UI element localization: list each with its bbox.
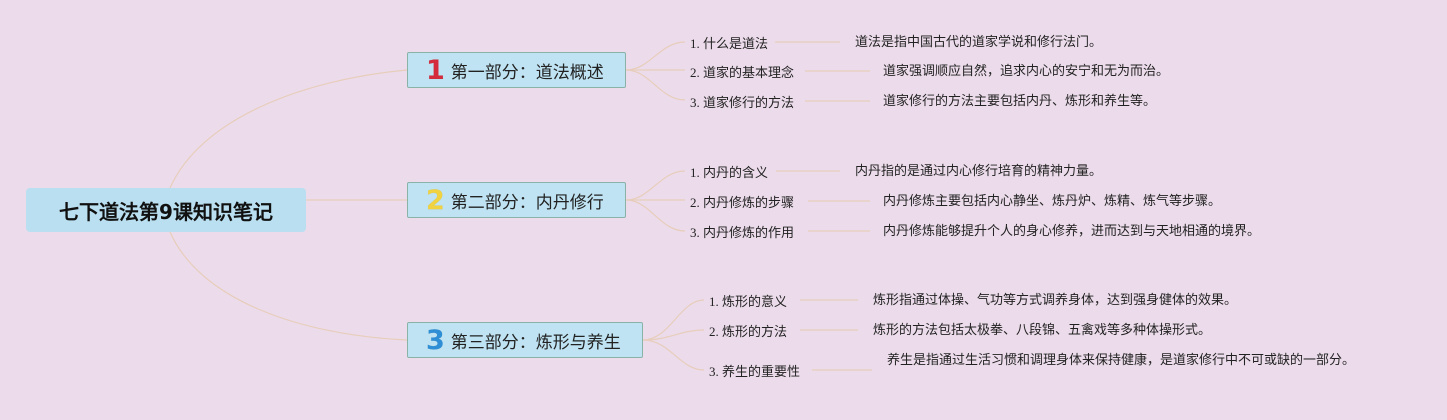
number-1-icon: 1 (426, 54, 445, 86)
desc-3-1: 炼形指通过体操、气功等方式调养身体，达到强身健体的效果。 (873, 293, 1238, 308)
topic-2-3[interactable]: 3. 内丹修炼的作用 (690, 225, 795, 240)
desc-1-3: 道家修行的方法主要包括内丹、炼形和养生等。 (883, 94, 1157, 109)
topic-3-1[interactable]: 1. 炼形的意义 (709, 294, 788, 309)
topic-1-1[interactable]: 1. 什么是道法 (690, 36, 769, 51)
desc-3-2: 炼形的方法包括太极拳、八段锦、五禽戏等多种体操形式。 (873, 323, 1212, 338)
root-title: 七下道法第9课知识笔记 (59, 199, 273, 224)
desc-1-1: 道法是指中国古代的道家学说和修行法门。 (855, 35, 1103, 50)
part-1-title: 第一部分：道法概述 (450, 62, 604, 83)
part-2-title: 第二部分：内丹修行 (450, 192, 604, 213)
desc-2-2: 内丹修炼主要包括内心静坐、炼丹炉、炼精、炼气等步骤。 (883, 194, 1222, 209)
topic-3-3[interactable]: 3. 养生的重要性 (709, 364, 801, 379)
desc-2-3: 内丹修炼能够提升个人的身心修养，进而达到与天地相通的境界。 (883, 224, 1261, 239)
part-3-node[interactable]: 3 第三部分：炼形与养生 (407, 322, 643, 358)
part-3-title: 第三部分：炼形与养生 (450, 332, 621, 353)
topic-3-2[interactable]: 2. 炼形的方法 (709, 324, 788, 339)
topic-1-3[interactable]: 3. 道家修行的方法 (690, 95, 795, 110)
desc-1-2: 道家强调顺应自然，追求内心的安宁和无为而治。 (883, 64, 1170, 79)
desc-3-3: 养生是指通过生活习惯和调理身体来保持健康，是道家修行中不可或缺的一部分。 (887, 353, 1356, 368)
desc-2-1: 内丹指的是通过内心修行培育的精神力量。 (855, 164, 1103, 179)
number-2-icon: 2 (426, 184, 445, 216)
topic-2-2[interactable]: 2. 内丹修炼的步骤 (690, 195, 795, 210)
topic-1-2[interactable]: 2. 道家的基本理念 (690, 65, 795, 80)
part-1-node[interactable]: 1 第一部分：道法概述 (407, 52, 626, 88)
root-node[interactable]: 七下道法第9课知识笔记 (26, 188, 306, 232)
topic-2-1[interactable]: 1. 内丹的含义 (690, 165, 769, 180)
part-2-node[interactable]: 2 第二部分：内丹修行 (407, 182, 626, 218)
number-3-icon: 3 (426, 324, 445, 356)
